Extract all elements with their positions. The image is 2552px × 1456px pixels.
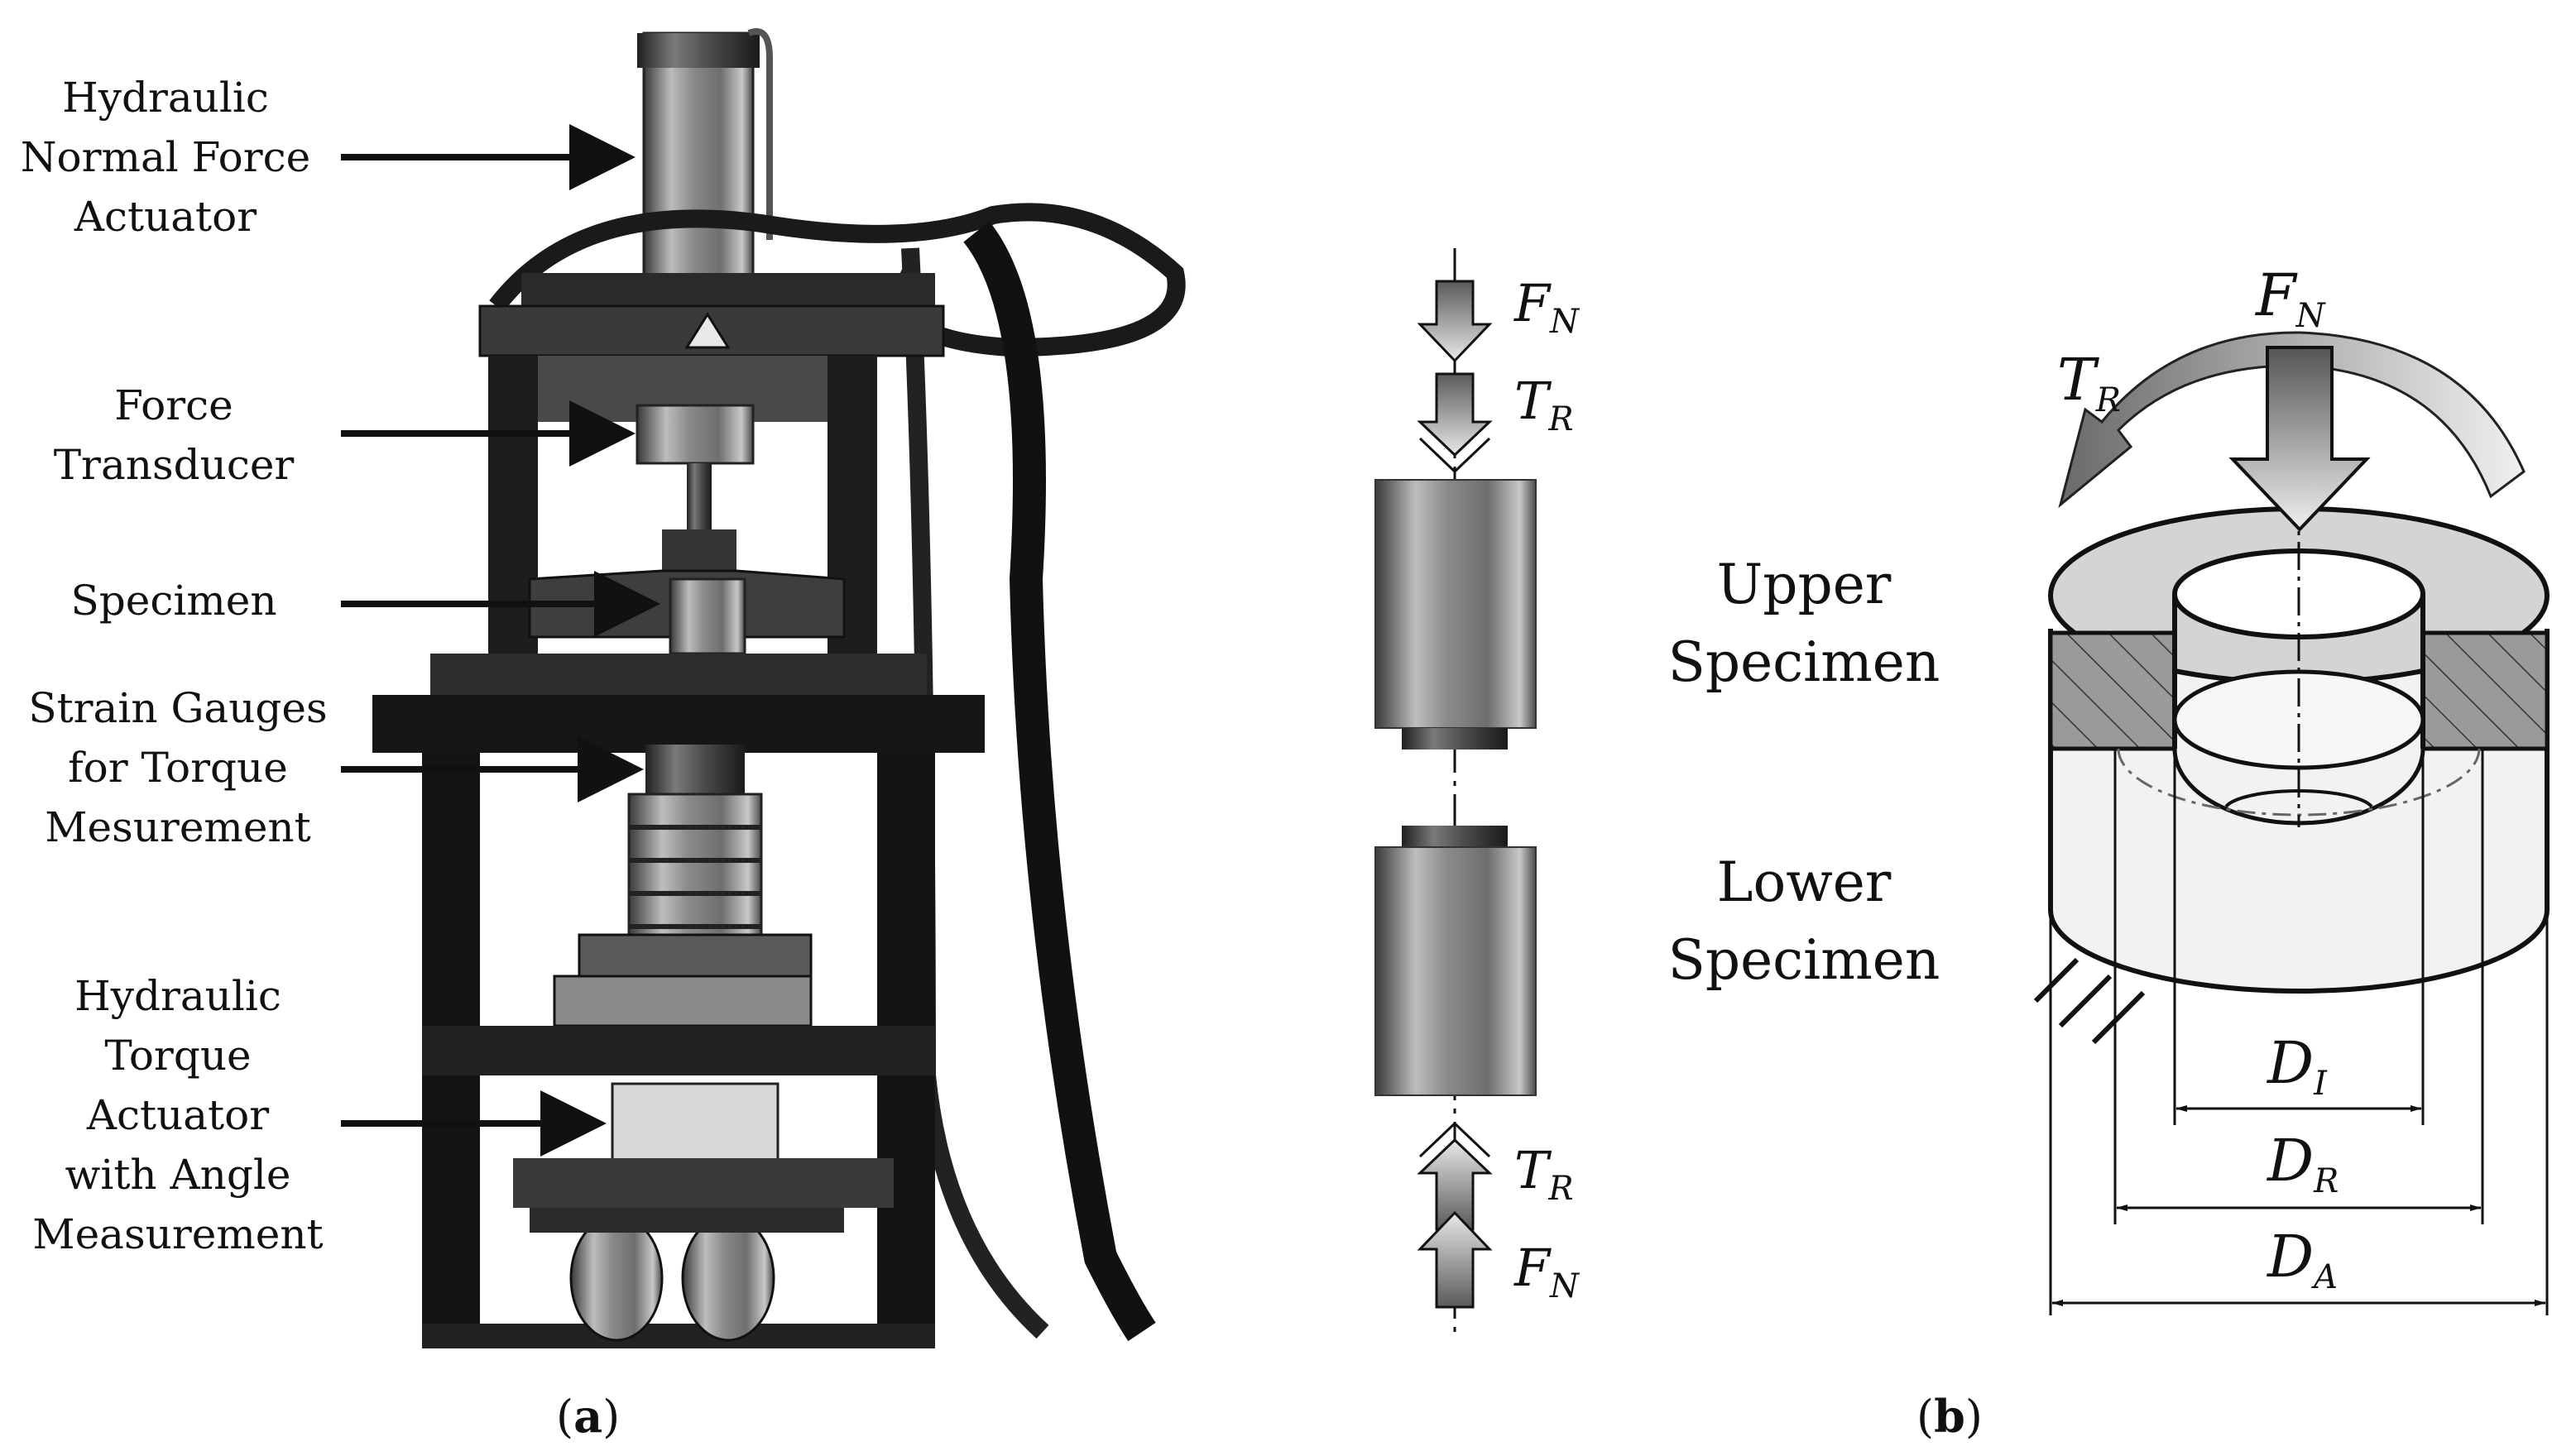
fixed-support-hatch [2033,957,2146,1045]
callout-line: Measurement [32,1210,324,1258]
torque-arrow-bottom [1417,1138,1493,1231]
force-arrow-top [1417,280,1493,363]
callout-line: Transducer [53,441,295,489]
callout-strain-gauges: Strain Gauges for Torque Mesurement [8,678,348,857]
force-arrow-bottom [1417,1210,1493,1309]
callout-line: for Torque [68,744,288,792]
callout-line: Force [114,381,233,429]
force-big-arrow [2228,346,2371,532]
test-rig-photo [372,28,1186,1348]
callout-specimen: Specimen [8,571,339,630]
upper-specimen [1374,479,1537,729]
symbol-tr-annulus: TR [2057,346,2121,419]
label-line: Lower [1716,850,1892,914]
dim-label-inner: DI [2267,1029,2327,1103]
lower-specimen-label: Lower Specimen [1638,844,1969,999]
bellows-coupling [627,793,763,961]
callout-line: with Angle [65,1151,291,1199]
callout-line: Torque [104,1032,252,1080]
caption-b: (b) [1916,1390,1983,1443]
symbol-fn-annulus: FN [2256,261,2325,335]
torque-curved-arrow [2058,331,2526,509]
callout-force-transducer: Force Transducer [8,376,339,495]
callout-line: Hydraulic [62,74,269,122]
callout-line: Normal Force [20,133,311,181]
callout-line: Hydraulic [74,972,281,1020]
annulus-diagram [2033,331,2550,1315]
symbol-tr-top: TR [1514,371,1574,439]
torque-arrow-top [1417,372,1493,457]
callout-torque-actuator: Hydraulic Torque Actuator with Angle Mea… [8,966,348,1264]
specimen-schematic [1374,248,1537,1332]
callout-line: Strain Gauges [28,684,328,732]
dim-label-mean: DR [2267,1127,2339,1200]
callout-line: Actuator [74,193,257,241]
label-line: Upper [1716,553,1892,616]
callout-arrows [341,124,660,1157]
callout-line: Mesurement [45,803,311,851]
callout-line: Specimen [70,577,277,625]
caption-a: (a) [556,1390,621,1443]
hatched-section-right [2420,630,2550,751]
symbol-tr-bottom: TR [1514,1140,1574,1209]
label-line: Specimen [1667,928,1940,992]
hatched-section-left [2048,630,2177,751]
callout-normal-force-actuator: Hydraulic Normal Force Actuator [0,68,331,247]
symbol-fn-bottom: FN [1514,1238,1580,1306]
callout-line: Actuator [86,1091,270,1139]
symbol-fn-top: FN [1514,273,1580,342]
label-line: Specimen [1667,630,1940,694]
dim-label-outer: DA [2267,1223,2339,1296]
lower-specimen [1374,846,1537,1096]
upper-specimen-label: Upper Specimen [1638,546,1969,702]
